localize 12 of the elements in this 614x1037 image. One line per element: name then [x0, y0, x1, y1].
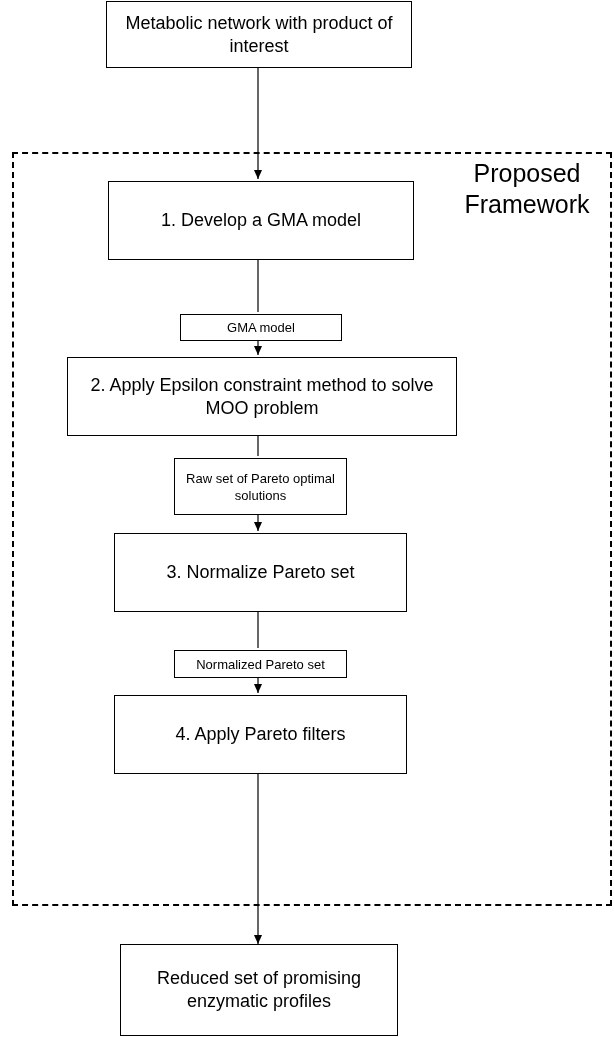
- framework-heading: Proposed Framework: [463, 158, 591, 220]
- process-box: 2. Apply Epsilon constraint method to solve MOO problem: [67, 357, 457, 436]
- process-box: Reduced set of promising enzymatic profiles: [120, 944, 398, 1036]
- process-box: 4. Apply Pareto filters: [114, 695, 407, 774]
- process-box: 3. Normalize Pareto set: [114, 533, 407, 612]
- process-box: Metabolic network with product of interest: [106, 1, 412, 68]
- arrow: [254, 67, 262, 180]
- framework-region: [12, 152, 612, 906]
- data-box: GMA model: [180, 314, 342, 341]
- data-box: Raw set of Pareto optimal solutions: [174, 458, 347, 515]
- data-box: Normalized Pareto set: [174, 650, 347, 678]
- process-box: 1. Develop a GMA model: [108, 181, 414, 260]
